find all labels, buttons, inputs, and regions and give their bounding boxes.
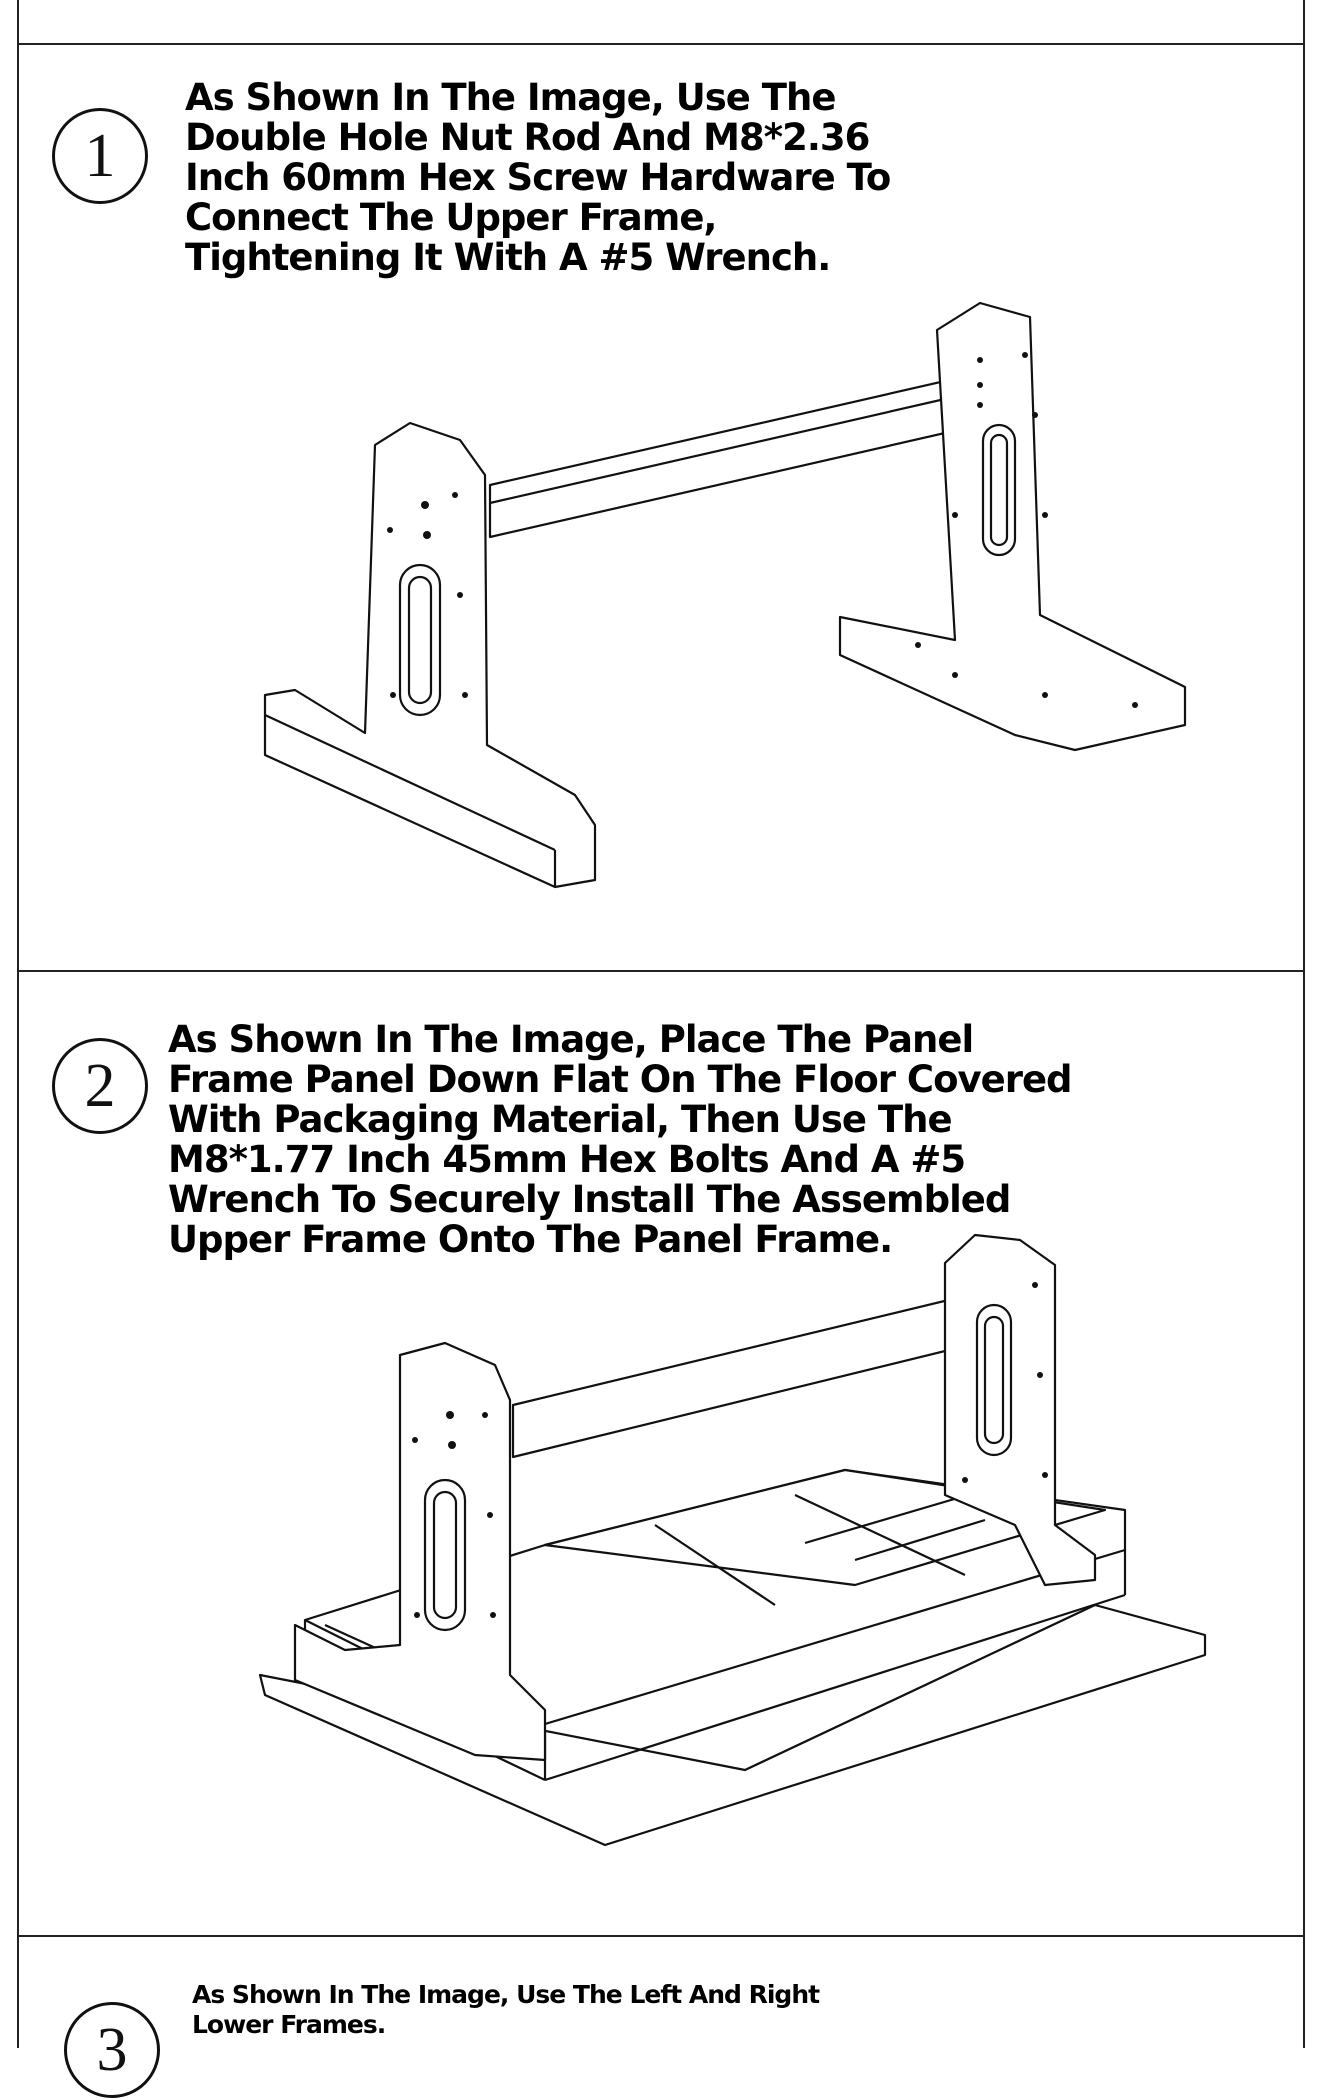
- step-instruction-text: As Shown In The Image, Place The Panel F…: [168, 1018, 1073, 1261]
- step-number-badge: 2: [52, 1038, 148, 1134]
- step-instruction-text: As Shown In The Image, Use The Left And …: [192, 1980, 820, 2039]
- divider-top: [17, 43, 1305, 45]
- step-instruction-text: As Shown In The Image, Use The Double Ho…: [185, 76, 891, 279]
- instruction-sheet: [17, 0, 1305, 2048]
- divider-step-3: [17, 1935, 1305, 1937]
- step-number-badge: 1: [52, 108, 148, 204]
- step-number-badge: 3: [64, 2002, 160, 2098]
- panel-frame-assembly-illustration: [245, 1225, 1215, 1855]
- divider-step-2: [17, 970, 1305, 972]
- upper-frame-illustration: [255, 295, 1235, 895]
